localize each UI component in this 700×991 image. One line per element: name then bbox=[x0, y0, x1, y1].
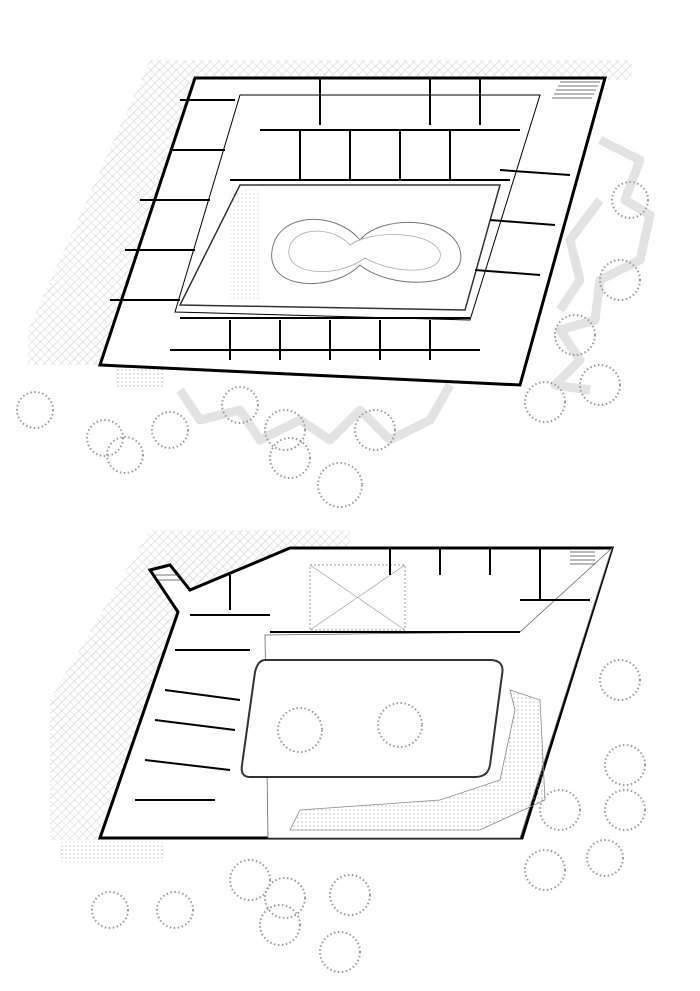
tree-icon bbox=[106, 436, 144, 474]
courtyard-garden-inner bbox=[288, 230, 441, 272]
tree-icon bbox=[599, 259, 641, 301]
interior-walls bbox=[110, 78, 571, 360]
tree-icon bbox=[554, 314, 596, 356]
tree-icon bbox=[264, 877, 306, 919]
trees bbox=[16, 181, 649, 973]
courtyard-garden bbox=[271, 218, 462, 284]
tree-icon bbox=[269, 437, 311, 479]
tree-icon bbox=[16, 391, 54, 429]
tree-icon bbox=[221, 386, 259, 424]
tree-icon bbox=[604, 744, 646, 786]
tree-icon bbox=[611, 181, 649, 219]
hatched-terrain bbox=[28, 60, 632, 365]
tree-icon bbox=[91, 891, 129, 929]
tree-icon bbox=[354, 409, 396, 451]
tree-icon bbox=[264, 409, 306, 451]
tree-icon bbox=[377, 702, 423, 748]
tree-icon bbox=[599, 659, 641, 701]
tree-icon bbox=[277, 707, 323, 753]
tree-icon bbox=[317, 462, 363, 508]
tree-icon bbox=[86, 419, 124, 457]
entrance-steps bbox=[60, 842, 165, 862]
ground-floor-plan bbox=[50, 530, 615, 862]
tree-icon bbox=[524, 849, 566, 891]
landscape-path bbox=[289, 689, 546, 831]
tree-icon bbox=[229, 859, 271, 901]
tree-icon bbox=[319, 931, 361, 973]
tree-icon bbox=[539, 789, 581, 831]
tree-icon bbox=[156, 891, 194, 929]
tree-icon bbox=[579, 364, 621, 406]
tree-icon bbox=[329, 874, 371, 916]
stair-icon bbox=[552, 81, 600, 99]
stair-icon bbox=[155, 551, 595, 581]
upper-floor-plan bbox=[28, 60, 655, 445]
tree-icon bbox=[604, 789, 646, 831]
landscape-paths bbox=[176, 135, 655, 445]
courtyard bbox=[240, 659, 504, 778]
entrance-steps bbox=[115, 368, 165, 388]
inner-ring bbox=[174, 94, 541, 321]
tree-icon bbox=[524, 381, 566, 423]
courtyard-dotted-border bbox=[230, 190, 260, 300]
interior-walls bbox=[135, 548, 590, 801]
tree-icon bbox=[259, 904, 301, 946]
tree-icon bbox=[586, 839, 624, 877]
tree-icon bbox=[151, 411, 189, 449]
